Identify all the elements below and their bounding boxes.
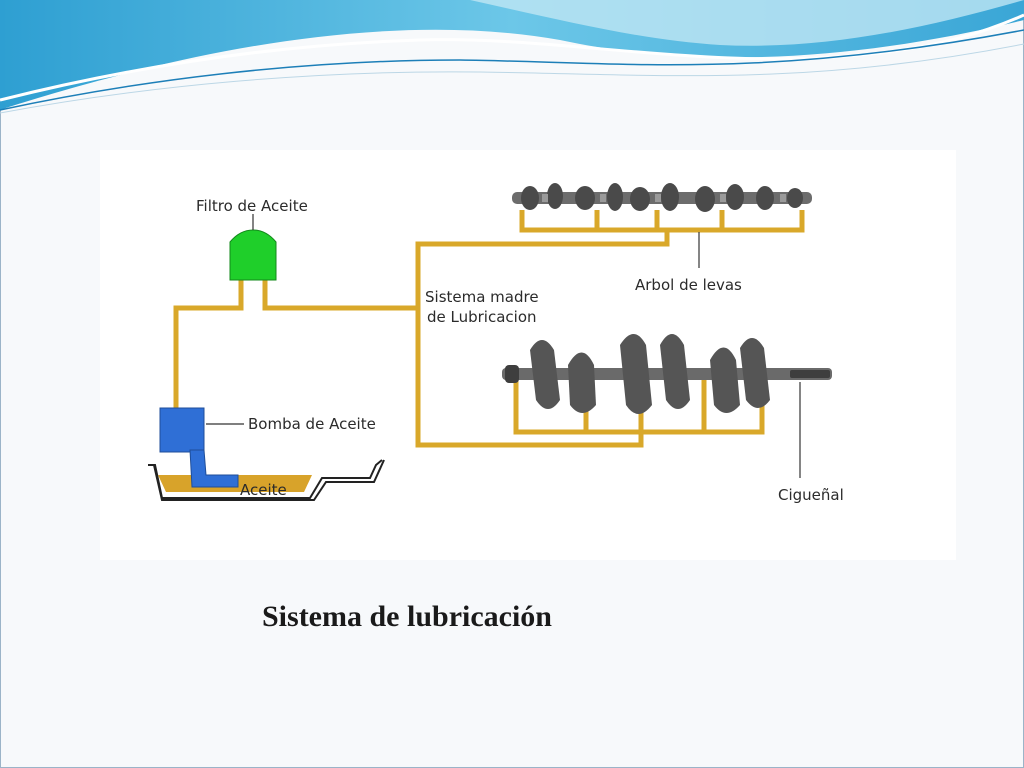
label-crankshaft: Cigueñal xyxy=(778,486,844,504)
lubrication-diagram: Filtro de Aceite Sistema madre de Lubric… xyxy=(100,150,956,560)
oil-pump-shape xyxy=(159,407,239,488)
header-wave-decoration xyxy=(0,0,1024,114)
oil-filter-shape xyxy=(229,229,277,281)
diagram-graphics xyxy=(148,183,832,501)
label-camshaft: Arbol de levas xyxy=(635,276,742,294)
label-main-lubrication-line1: Sistema madre xyxy=(425,288,539,306)
slide-title: Sistema de lubricación xyxy=(262,600,552,633)
oil-lines xyxy=(173,210,805,448)
label-oil-pump: Bomba de Aceite xyxy=(248,415,376,433)
label-oil: Aceite xyxy=(240,481,287,499)
leader-lines xyxy=(206,214,801,478)
label-main-lubrication-line2: de Lubricacion xyxy=(427,308,537,326)
label-oil-filter: Filtro de Aceite xyxy=(196,197,308,215)
crankshaft-shape xyxy=(502,334,832,414)
camshaft-shape xyxy=(512,183,812,212)
